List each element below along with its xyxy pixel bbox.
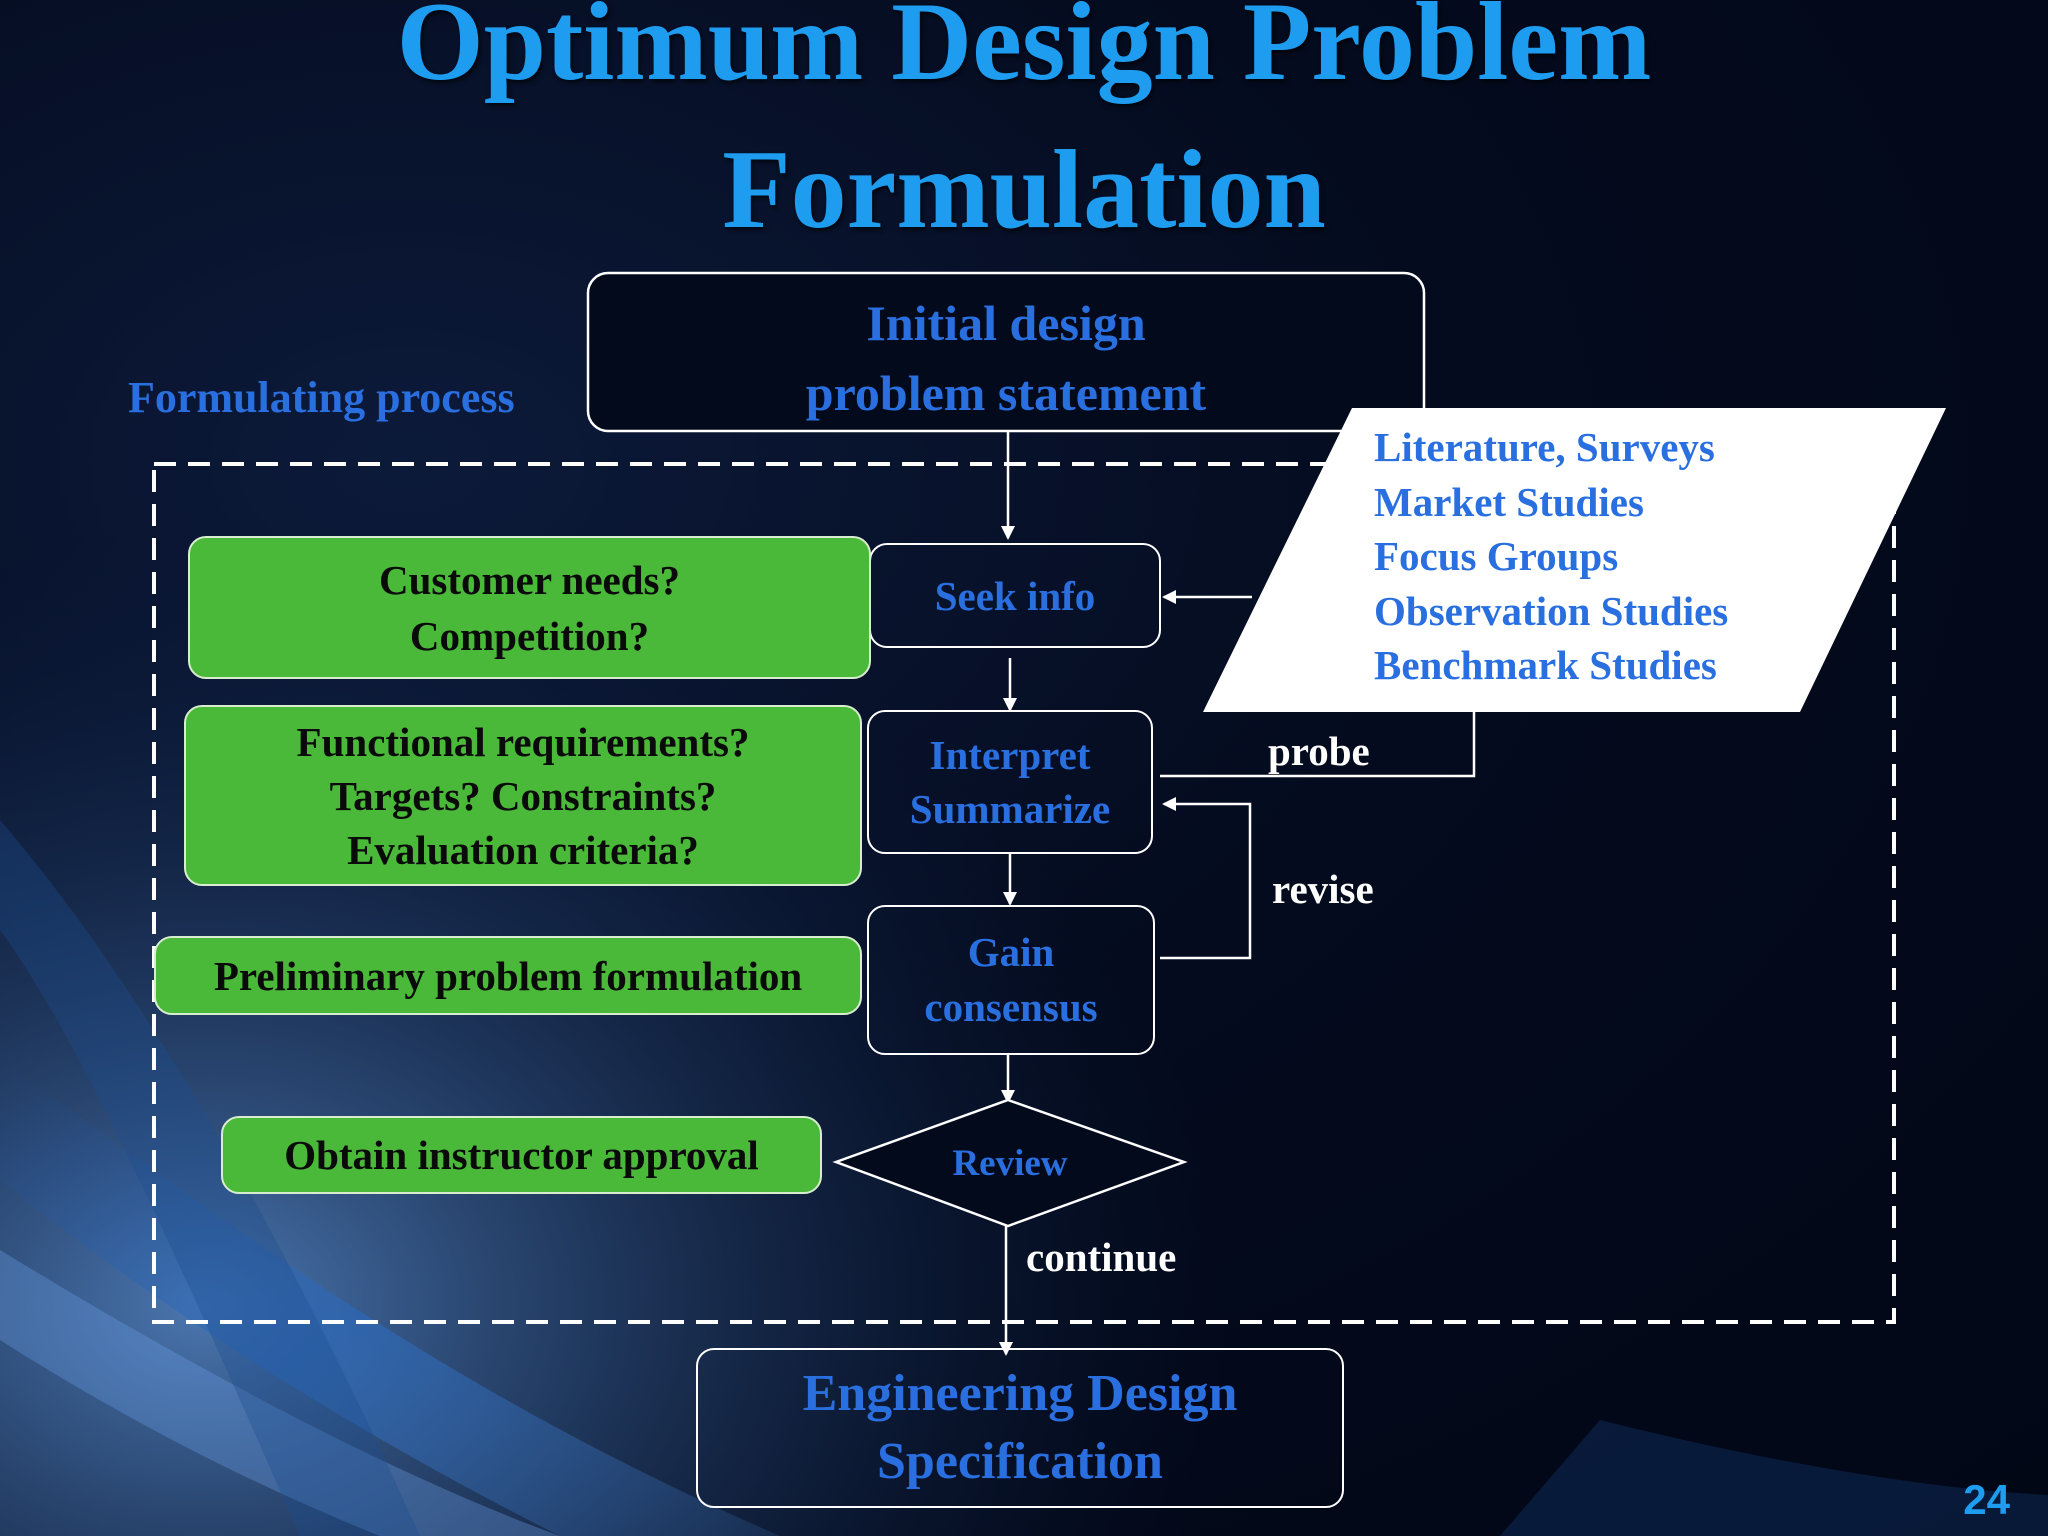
preliminary-formulation-label: Preliminary problem formulation: [213, 952, 803, 999]
functional-question: Functional requirements?: [296, 718, 750, 765]
source-item: Literature, Surveys: [1374, 424, 1715, 470]
functional-question: Evaluation criteria?: [347, 826, 699, 873]
page-number: 24: [1963, 1476, 2010, 1523]
source-item: Benchmark Studies: [1374, 642, 1717, 688]
seek-info-box: Seek info: [869, 543, 1161, 648]
interpret-label-line-1: Interpret: [929, 732, 1091, 778]
initial-statement-box: [586, 271, 1426, 433]
interpret-label-line-2: Summarize: [909, 786, 1111, 832]
customer-questions-box: Customer needs? Competition?: [188, 536, 871, 679]
functional-question: Targets? Constraints?: [329, 772, 717, 819]
gain-consensus-box: Gain consensus: [867, 905, 1155, 1055]
sources-list: Literature, Surveys Market Studies Focus…: [1374, 420, 1728, 693]
source-item: Market Studies: [1374, 478, 1644, 525]
page-title-line-1: Optimum Design Problem: [396, 0, 1652, 104]
review-diamond: [832, 1098, 1188, 1228]
functional-questions-box: Functional requirements? Targets? Constr…: [184, 705, 862, 886]
spec-line-2: Specification: [877, 1433, 1163, 1490]
initial-statement: Initial design problem statement: [588, 288, 1424, 428]
seek-info-label: Seek info: [934, 572, 1096, 619]
revise-label: revise: [1272, 866, 1374, 912]
revise-connector: [1160, 797, 1252, 960]
design-specification-box: Engineering Design Specification: [696, 1348, 1344, 1508]
source-item: Focus Groups: [1374, 533, 1619, 579]
initial-statement-line-1: Initial design: [866, 295, 1146, 351]
customer-question: Competition?: [409, 612, 650, 659]
customer-question: Customer needs?: [378, 556, 681, 603]
probe-label: probe: [1268, 728, 1370, 774]
consensus-label-line-1: Gain: [967, 929, 1055, 975]
initial-statement-line-2: problem statement: [805, 365, 1207, 421]
consensus-label-line-2: consensus: [924, 984, 1098, 1030]
sources-parallelogram: [1203, 408, 1946, 712]
preliminary-formulation-box: Preliminary problem formulation: [154, 936, 862, 1015]
instructor-approval-box: Obtain instructor approval: [221, 1116, 822, 1194]
probe-connector: [1160, 712, 1476, 778]
formulating-process-boundary: [152, 462, 1896, 1324]
spec-line-1: Engineering Design: [802, 1365, 1238, 1422]
formulating-process-label: Formulating process: [128, 373, 515, 422]
instructor-approval-label: Obtain instructor approval: [284, 1132, 759, 1178]
continue-label: continue: [1026, 1234, 1177, 1280]
source-item: Observation Studies: [1374, 587, 1729, 634]
interpret-summarize-box: Interpret Summarize: [867, 710, 1153, 854]
page-title-line-2: Formulation: [722, 128, 1326, 252]
review-label: Review: [952, 1143, 1068, 1184]
